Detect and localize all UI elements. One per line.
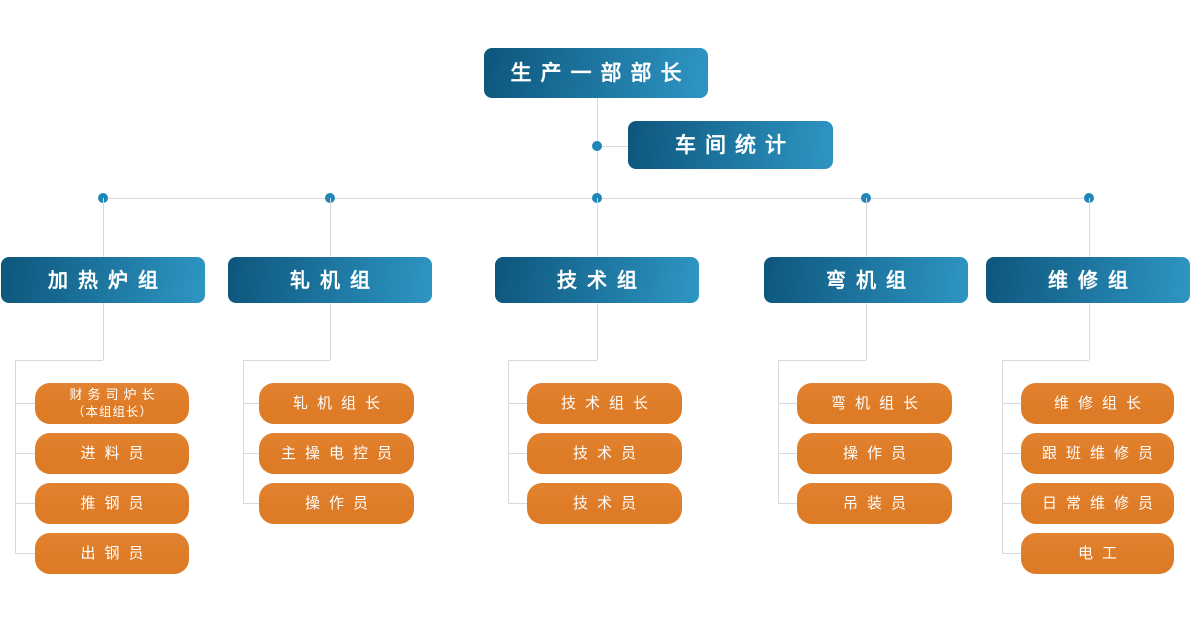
connector-line <box>597 198 598 257</box>
connector-dot <box>592 141 602 151</box>
root-node: 生产一部部长 <box>484 48 708 98</box>
role-node: 操作员 <box>797 433 952 474</box>
group-node-label: 技术组 <box>557 268 647 292</box>
role-node: 操作员 <box>259 483 414 524</box>
connector-line <box>508 403 527 404</box>
connector-line <box>508 453 527 454</box>
connector-line <box>15 503 35 504</box>
role-node-label: 轧机组长 <box>292 394 389 412</box>
connector-line <box>1002 453 1021 454</box>
role-node-label: 操作员 <box>304 494 377 512</box>
role-node: 轧机组长 <box>259 383 414 424</box>
role-node-label: 操作员 <box>842 444 915 462</box>
group-node-label: 加热炉组 <box>48 268 168 292</box>
connector-line <box>330 198 331 257</box>
connector-line <box>15 360 103 361</box>
connector-line <box>508 503 527 504</box>
role-node: 吊装员 <box>797 483 952 524</box>
staff-node-label: 车间统计 <box>675 132 795 157</box>
connector-line <box>15 453 35 454</box>
role-node-label: 财务司炉长 <box>69 388 160 404</box>
connector-line <box>1002 360 1003 553</box>
role-node: 技术组长 <box>527 383 682 424</box>
role-node: 进料员 <box>35 433 189 474</box>
role-node-label: 推钢员 <box>80 494 153 512</box>
role-node-label: 吊装员 <box>842 494 915 512</box>
connector-line <box>15 553 35 554</box>
role-node-label: 出钢员 <box>80 544 153 562</box>
group-node-bending-machine: 弯机组 <box>764 257 968 303</box>
role-node: 弯机组长 <box>797 383 952 424</box>
role-node-label: 技术员 <box>572 444 645 462</box>
connector-line <box>597 303 598 360</box>
connector-line <box>243 360 244 503</box>
role-node-label: 主操电控员 <box>280 444 401 462</box>
connector-line <box>103 198 104 257</box>
connector-line <box>866 303 867 360</box>
role-node-label: 进料员 <box>80 444 153 462</box>
connector-line <box>778 503 797 504</box>
group-node-maintenance: 维修组 <box>986 257 1190 303</box>
connector-line <box>1002 403 1021 404</box>
role-node-label: 弯机组长 <box>830 394 927 412</box>
group-node-label: 轧机组 <box>290 268 380 292</box>
role-node: 维修组长 <box>1021 383 1174 424</box>
role-node: 主操电控员 <box>259 433 414 474</box>
role-node: 电工 <box>1021 533 1174 574</box>
connector-line <box>243 360 330 361</box>
connector-line <box>1089 303 1090 360</box>
group-node-heating-furnace: 加热炉组 <box>1 257 205 303</box>
role-node-sublabel: （本组组长） <box>71 403 153 419</box>
group-node-rolling-mill: 轧机组 <box>228 257 432 303</box>
connector-line <box>243 453 259 454</box>
role-node-label: 维修组长 <box>1053 394 1150 412</box>
role-node: 日常维修员 <box>1021 483 1174 524</box>
connector-line <box>508 360 509 503</box>
connector-line <box>778 360 866 361</box>
role-node: 技术员 <box>527 483 682 524</box>
connector-line <box>330 303 331 360</box>
connector-line <box>243 403 259 404</box>
connector-line <box>1002 360 1089 361</box>
group-node-label: 弯机组 <box>826 268 916 292</box>
group-node-label: 维修组 <box>1048 268 1138 292</box>
role-node: 推钢员 <box>35 483 189 524</box>
role-node-label: 跟班维修员 <box>1041 444 1162 462</box>
role-node: 技术员 <box>527 433 682 474</box>
role-node: 出钢员 <box>35 533 189 574</box>
connector-line <box>15 403 35 404</box>
role-node-label: 电工 <box>1077 544 1126 562</box>
connector-line <box>866 198 867 257</box>
connector-line <box>15 360 16 553</box>
role-node: 财务司炉长 （本组组长） <box>35 383 189 424</box>
role-node-label: 技术员 <box>572 494 645 512</box>
staff-node: 车间统计 <box>628 121 833 169</box>
role-node-label: 日常维修员 <box>1041 494 1162 512</box>
connector-line <box>778 453 797 454</box>
connector-line <box>597 146 628 147</box>
connector-line <box>508 360 597 361</box>
connector-line <box>243 503 259 504</box>
connector-line <box>1089 198 1090 257</box>
role-node: 跟班维修员 <box>1021 433 1174 474</box>
root-node-label: 生产一部部长 <box>510 60 691 85</box>
group-node-technical: 技术组 <box>495 257 699 303</box>
connector-line <box>1002 553 1021 554</box>
connector-line <box>103 303 104 360</box>
role-node-label: 技术组长 <box>560 394 657 412</box>
connector-line <box>1002 503 1021 504</box>
connector-line <box>778 360 779 503</box>
connector-line <box>778 403 797 404</box>
